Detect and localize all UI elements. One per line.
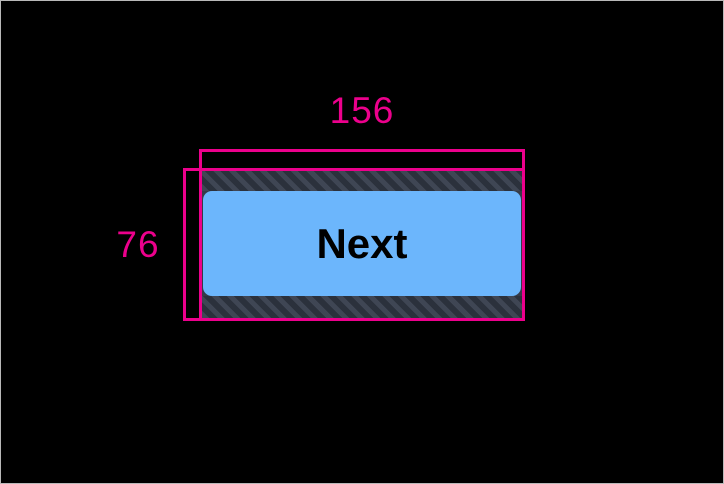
next-button-label: Next bbox=[316, 219, 408, 267]
element-bounds-highlight: Next bbox=[199, 168, 525, 321]
next-button[interactable]: Next bbox=[203, 191, 521, 296]
top-padding-hatch bbox=[202, 171, 522, 191]
height-dimension-bracket bbox=[183, 168, 203, 321]
width-dimension-label: 156 bbox=[329, 90, 395, 131]
width-bracket-mask bbox=[205, 160, 519, 171]
height-dimension-label: 76 bbox=[116, 224, 160, 265]
width-dimension-bracket bbox=[199, 149, 525, 171]
height-bracket-mask bbox=[194, 174, 203, 315]
element-box-model: Next bbox=[202, 171, 522, 318]
bottom-padding-hatch bbox=[202, 296, 522, 318]
